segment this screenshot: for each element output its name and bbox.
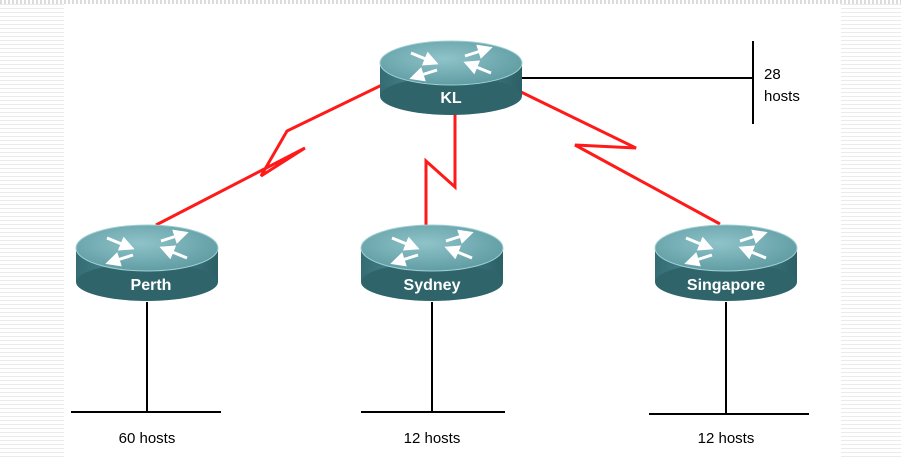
router-kl[interactable]: KL	[379, 40, 523, 115]
router-icon	[684, 229, 768, 267]
wan-links	[155, 83, 721, 227]
router-singapore[interactable]: Singapore	[654, 224, 798, 301]
router-icon	[390, 229, 474, 267]
router-sydney[interactable]: Sydney	[360, 224, 504, 301]
slide-background-left	[0, 0, 64, 457]
router-perth[interactable]: Perth	[75, 224, 219, 301]
router-label-kl: KL	[440, 90, 462, 107]
router-label-perth: Perth	[131, 277, 172, 294]
router-label-sydney: Sydney	[404, 277, 461, 294]
singapore-hosts-label: 12 hosts	[698, 430, 755, 447]
kl-hosts-count: 28	[764, 66, 781, 83]
kl-singapore-serial-link	[520, 90, 721, 226]
sydney-hosts-label: 12 hosts	[404, 430, 461, 447]
router-icon	[409, 44, 493, 82]
slide-top-border	[0, 0, 901, 4]
kl-hosts-unit: hosts	[764, 88, 800, 105]
kl-perth-serial-link	[155, 83, 383, 227]
lan-links	[71, 41, 809, 415]
kl-sydney-serial-link	[424, 113, 457, 226]
perth-hosts-label: 60 hosts	[119, 430, 176, 447]
router-label-singapore: Singapore	[687, 277, 765, 294]
router-icon	[105, 229, 189, 267]
slide-background-right	[841, 0, 901, 457]
